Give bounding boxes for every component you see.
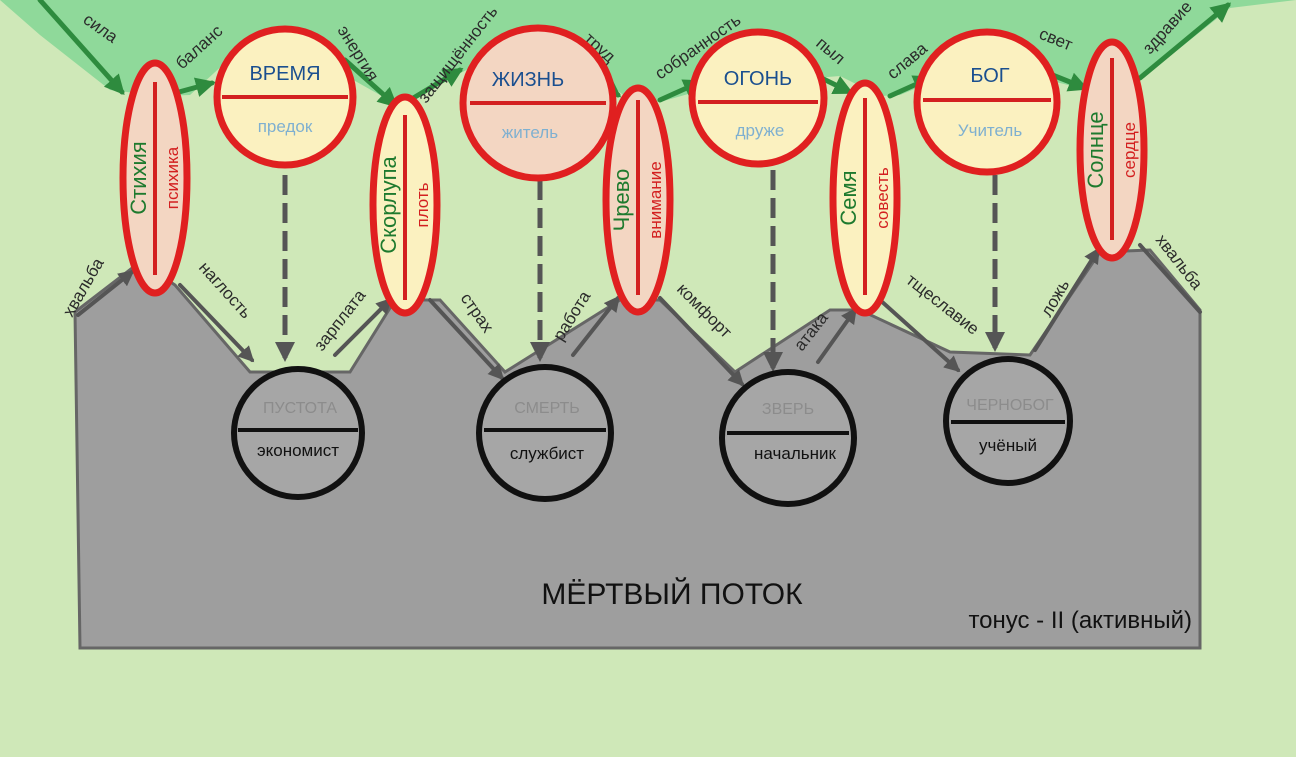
lower-circle-bottom-label: экономист (257, 441, 339, 460)
ellipse-bottom-label: плоть (413, 182, 432, 227)
circle-bottom-label: Учитель (958, 121, 1023, 140)
circle-top-label: ЖИЗНЬ (492, 69, 565, 91)
lower-circle-node: СМЕРТЬ службист (476, 364, 614, 502)
lower-circle-top-label: ЗВЕРЬ (762, 401, 814, 418)
ellipse-bottom-label: психика (163, 146, 182, 209)
lower-circle-top-label: СМЕРТЬ (514, 400, 580, 417)
lower-circle-node: ЧЕРНОБОГ учёный (943, 356, 1073, 486)
lower-circle-bottom-label: учёный (979, 436, 1037, 455)
circle-bottom-label: житель (502, 123, 558, 142)
lower-circle-node: ПУСТОТА экономист (231, 366, 365, 500)
lower-circle-node: ЗВЕРЬ начальник (719, 369, 857, 507)
ellipse-top-label: Семя (836, 170, 861, 225)
ellipse-bottom-label: совесть (873, 167, 892, 229)
ellipse-top-label: Солнце (1083, 111, 1108, 188)
ellipse-node: Чрево внимание (602, 84, 674, 316)
ellipse-node: Семя совесть (829, 79, 901, 317)
dead-label: зарплата (310, 286, 370, 355)
upper-circle-node: БОГ Учитель (913, 28, 1061, 176)
dead-flow-title: МЁРТВЫЙ ПОТОК (541, 577, 803, 611)
ellipse-bottom-label: внимание (646, 161, 665, 238)
live-flow-region (0, 0, 1296, 102)
ellipse-node: Стихия психика (119, 59, 191, 297)
ellipse-bottom-label: сердце (1120, 122, 1139, 178)
dead-flow-arrows (76, 243, 1202, 387)
ellipse-node: Скорлупа плоть (369, 93, 441, 317)
circle-bottom-label: предок (258, 117, 313, 136)
lower-circle-top-label: ЧЕРНОБОГ (966, 397, 1054, 414)
circle-bottom-label: друже (736, 121, 785, 140)
ellipse-top-label: Стихия (126, 141, 151, 214)
tonus-label: тонус - II (активный) (968, 607, 1192, 634)
dashed-connectors (275, 170, 1005, 372)
circle-top-label: ОГОНЬ (724, 68, 792, 90)
lower-circle-bottom-label: службист (510, 444, 584, 463)
ellipse-node: Солнце сердце (1076, 38, 1148, 262)
circle-top-label: БОГ (970, 65, 1009, 87)
ellipse-top-label: Чрево (609, 169, 634, 232)
lower-circle-top-label: ПУСТОТА (263, 400, 337, 417)
circle-top-label: ВРЕМЯ (249, 63, 320, 85)
upper-circle-node: ОГОНЬ друже (688, 28, 828, 168)
upper-circle-node: ЖИЗНЬ житель (459, 24, 617, 182)
ellipse-top-label: Скорлупа (376, 156, 401, 254)
lower-circle-bottom-label: начальник (754, 444, 836, 463)
upper-circle-node: ВРЕМЯ предок (213, 25, 357, 169)
